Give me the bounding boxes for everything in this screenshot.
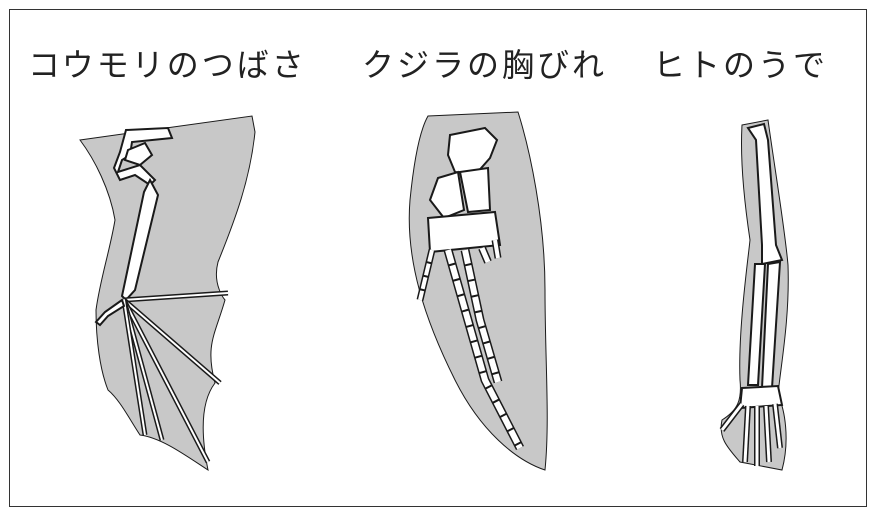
human-arm-illustration [721,120,788,470]
bat-wing-illustration [80,116,255,470]
whale-carpals [428,212,500,252]
whale-flipper-illustration [409,112,547,470]
bat-wing-membrane [80,116,255,470]
